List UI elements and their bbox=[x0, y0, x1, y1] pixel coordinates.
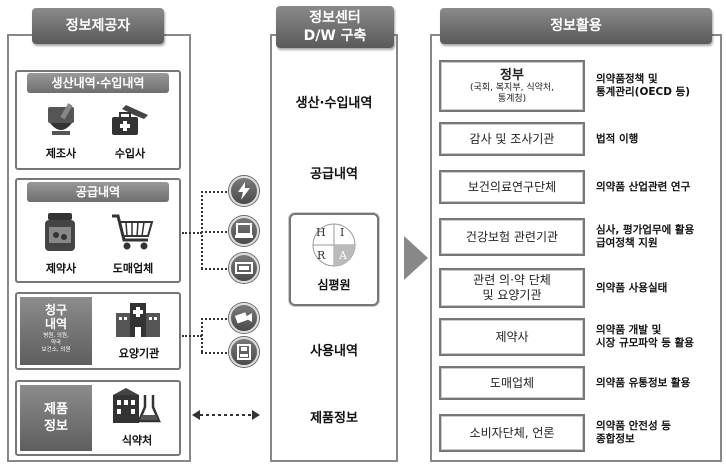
hira-letter-h: H bbox=[316, 226, 326, 239]
providers-header: 정보제공자 bbox=[32, 8, 164, 44]
usage-entity-desc: 의약품 안전성 등 종합정보 bbox=[596, 420, 671, 445]
usage-entity-box: 관련 의·약 단체 및 요양기관 bbox=[439, 268, 585, 308]
connector-claims bbox=[182, 335, 202, 337]
usage-entity-name: 소비자단체, 언론 bbox=[469, 425, 555, 440]
hira-label: 심평원 bbox=[317, 278, 351, 292]
mfds-label: 식약처 bbox=[121, 434, 153, 447]
claims-subtitle: 병원, 의원, 약국 보건소, 의원 bbox=[41, 333, 71, 353]
supply-title: 공급내역 bbox=[27, 182, 169, 202]
wholesaler-label: 도매업체 bbox=[112, 262, 154, 275]
center-header: 정보센터 D/W 구축 bbox=[276, 6, 394, 48]
medicine-jar-icon bbox=[38, 210, 82, 254]
center-row-supply: 공급내역 bbox=[310, 167, 358, 182]
product-double-arrow bbox=[192, 410, 260, 420]
disk-icon bbox=[229, 337, 259, 367]
mortar-pestle-icon bbox=[42, 100, 82, 138]
connector-to-lightning bbox=[201, 191, 227, 193]
connector-to-camera bbox=[201, 318, 227, 320]
connector-to-disk bbox=[201, 352, 227, 354]
usage-entity-desc: 의약품정책 및 통계관리(OECD 등) bbox=[596, 73, 691, 98]
camera-icon bbox=[229, 303, 259, 333]
connector-supply-vertical bbox=[201, 191, 203, 269]
usage-entity-name: 정부 bbox=[500, 67, 524, 83]
usage-entity-box: 제약사 bbox=[439, 318, 585, 356]
hospital-building-icon bbox=[113, 300, 163, 340]
usage-entity-box: 건강보험 관련기관 bbox=[439, 218, 585, 256]
airplane-medkit-icon bbox=[107, 100, 153, 138]
importer-label: 수입사 bbox=[114, 147, 146, 160]
production-title: 생산내역·수입내역 bbox=[27, 73, 169, 93]
usage-entity-desc: 의약품 유통정보 활용 bbox=[596, 376, 691, 389]
claims-title-box: 청구 내역 병원, 의원, 약국 보건소, 의원 bbox=[20, 297, 92, 365]
computer-icon bbox=[229, 216, 259, 246]
usage-entity-desc: 법적 이행 bbox=[596, 132, 639, 145]
shopping-cart-icon bbox=[108, 210, 158, 254]
hira-letter-r: R bbox=[317, 249, 326, 262]
usage-entity-desc: 의약품 사용실태 bbox=[596, 281, 668, 294]
usage-entity-box: 도매업체 bbox=[439, 366, 585, 400]
connector-supply bbox=[182, 232, 202, 234]
lightning-icon bbox=[229, 176, 259, 206]
hira-letter-i: I bbox=[340, 226, 345, 239]
usage-entity-name: 보건의료연구단체 bbox=[467, 179, 557, 194]
government-flask-icon bbox=[110, 386, 164, 426]
usage-entity-box: 감사 및 조사기관 bbox=[439, 122, 585, 156]
product-title-box: 제품 정보 bbox=[20, 385, 92, 451]
hira-logo-icon bbox=[312, 223, 356, 267]
connector-claims-vertical bbox=[201, 318, 203, 352]
usage-entity-desc: 의약품 산업관련 연구 bbox=[596, 180, 691, 193]
usage-entity-name: 도매업체 bbox=[489, 375, 535, 390]
usage-entity-box: 소비자단체, 언론 bbox=[439, 414, 585, 452]
usage-header: 정보활용 bbox=[440, 8, 712, 44]
care-institution-label: 요양기관 bbox=[118, 347, 160, 360]
card-reader-icon bbox=[229, 253, 259, 283]
usage-entity-name: 관련 의·약 단체 및 요양기관 bbox=[473, 273, 551, 302]
product-title: 제품 정보 bbox=[44, 402, 68, 434]
usage-entity-name: 제약사 bbox=[495, 329, 529, 344]
manufacturer-label: 제조사 bbox=[45, 147, 77, 160]
pharma-label: 제약사 bbox=[45, 262, 77, 275]
claims-title: 청구 내역 bbox=[44, 303, 68, 331]
usage-entity-box: 보건의료연구단체 bbox=[439, 170, 585, 204]
center-row-production: 생산·수입내역 bbox=[295, 96, 373, 111]
usage-entity-sub: (국회, 복지부, 식약처, 통계청) bbox=[469, 82, 555, 104]
center-row-usage: 사용내역 bbox=[310, 344, 358, 359]
usage-entity-name: 감사 및 조사기관 bbox=[469, 131, 555, 146]
center-row-product: 제품정보 bbox=[310, 411, 358, 426]
usage-entity-box: 정부(국회, 복지부, 식약처, 통계청) bbox=[439, 60, 585, 112]
usage-entity-desc: 심사, 평가업무에 활용 급여정책 지원 bbox=[596, 224, 695, 249]
connector-to-card bbox=[201, 268, 227, 270]
connector-to-computer bbox=[201, 231, 227, 233]
flow-arrow-icon bbox=[404, 236, 428, 280]
usage-entity-desc: 의약품 개발 및 시장 규모파악 등 활용 bbox=[596, 324, 694, 349]
hira-letter-a: A bbox=[339, 249, 347, 262]
usage-entity-name: 건강보험 관련기관 bbox=[465, 229, 559, 244]
